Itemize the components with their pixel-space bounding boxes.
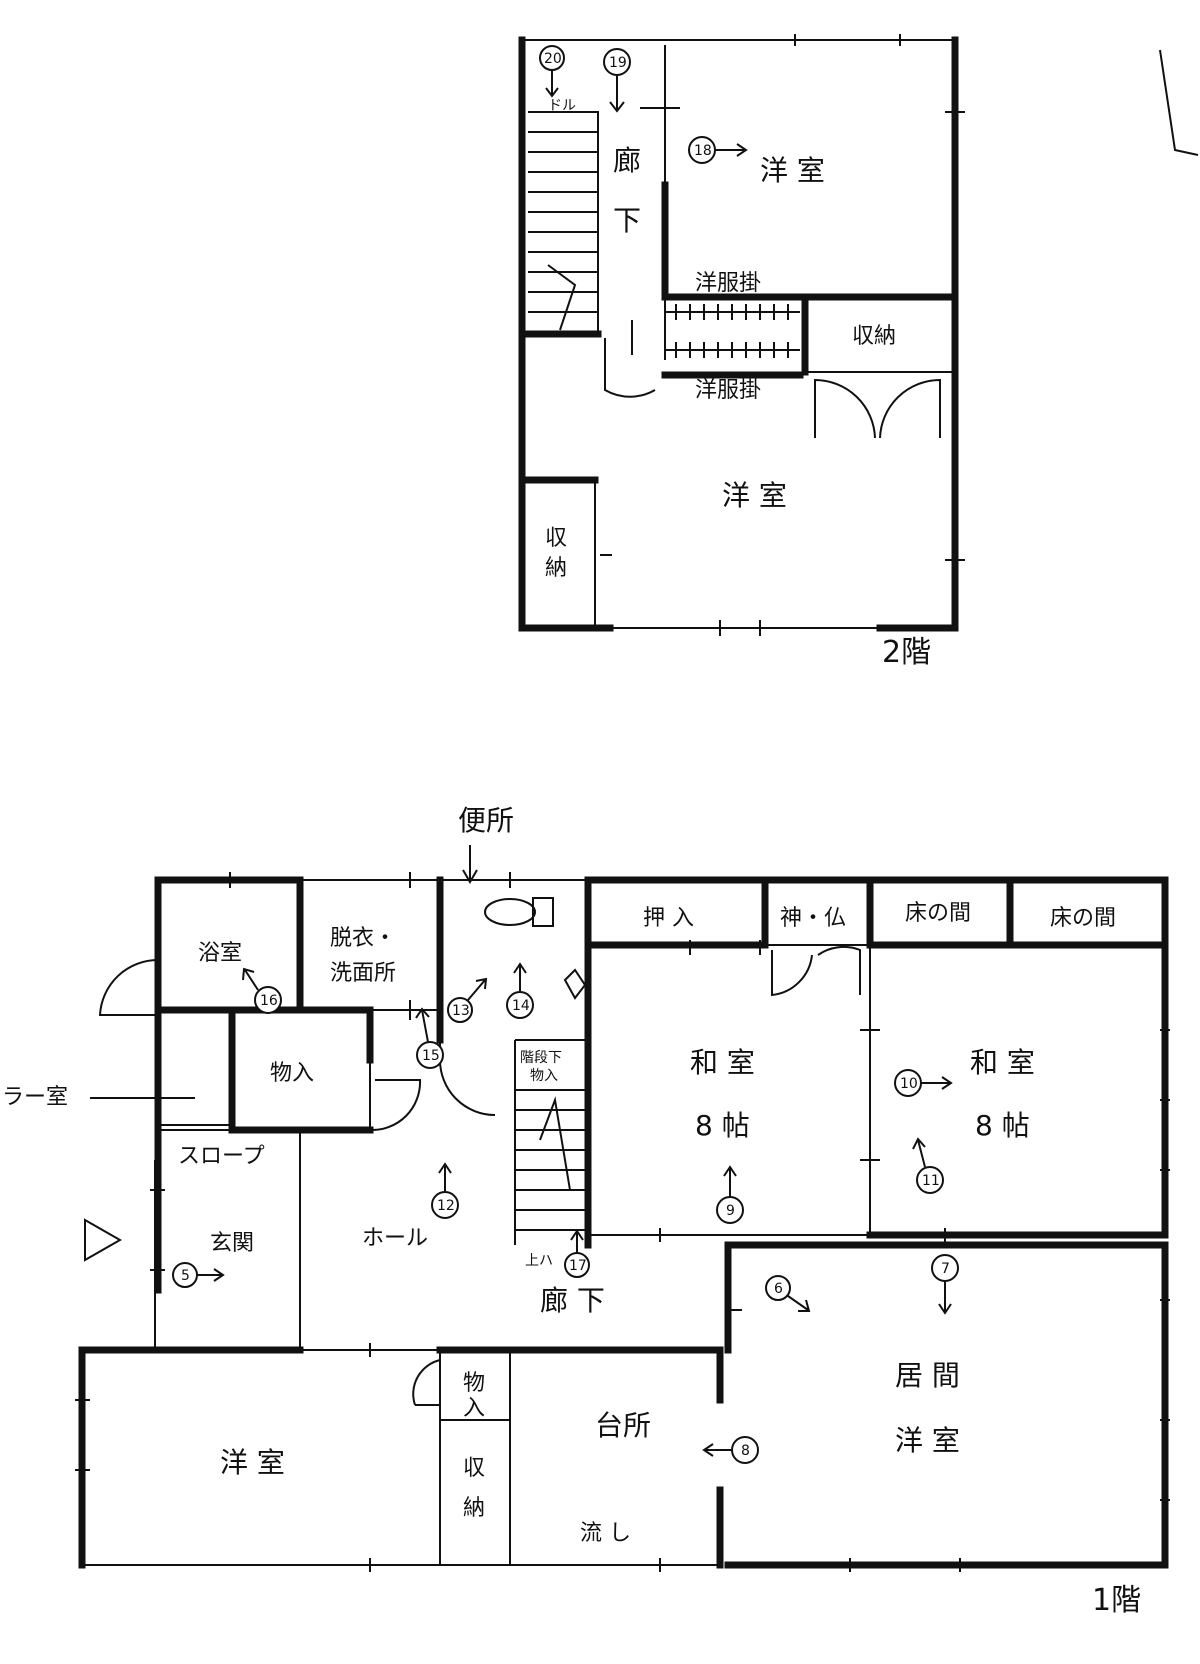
hall-label: ホール bbox=[362, 1226, 428, 1251]
marker-20: 20 bbox=[539, 45, 565, 98]
svg-text:11: 11 bbox=[922, 1173, 940, 1189]
storage-b-label-1: 物 bbox=[463, 1371, 485, 1396]
washitsu-1-label: 和 室 bbox=[690, 1046, 755, 1079]
washitsu-1-size: 8 帖 bbox=[695, 1109, 750, 1142]
toilet-fixture-icon bbox=[484, 897, 587, 1000]
marker-6: 6 bbox=[765, 1275, 811, 1312]
storage-c-label-2: 納 bbox=[463, 1496, 485, 1521]
marker-7: 7 bbox=[931, 1254, 959, 1315]
north-arrow-icon bbox=[1159, 49, 1199, 156]
washitsu-2-size: 8 帖 bbox=[975, 1109, 1030, 1142]
storage-c-label-1: 収 bbox=[463, 1456, 485, 1481]
living-label-2: 洋 室 bbox=[895, 1424, 960, 1457]
marker-17: 17 bbox=[564, 1229, 590, 1278]
svg-text:5: 5 bbox=[181, 1268, 190, 1284]
photo-markers: 20 19 18 16 15 13 14 12 bbox=[172, 45, 959, 1464]
storage-2f-left-label-1: 収 bbox=[545, 526, 567, 551]
kitchen-label: 台所 bbox=[595, 1409, 651, 1442]
stair-up-label: 上ハ bbox=[525, 1253, 553, 1269]
marker-13: 13 bbox=[447, 977, 488, 1023]
marker-5: 5 bbox=[172, 1262, 225, 1288]
svg-text:19: 19 bbox=[609, 55, 627, 71]
svg-text:16: 16 bbox=[260, 993, 278, 1009]
stair-treads-1f bbox=[515, 1089, 588, 1231]
entrance-arrow-icon bbox=[84, 1218, 123, 1262]
floor-1-label: 1階 bbox=[1092, 1583, 1141, 1618]
svg-text:10: 10 bbox=[900, 1076, 918, 1092]
storage-2f-left-label-2: 納 bbox=[545, 556, 567, 581]
closet-hatch bbox=[665, 304, 800, 358]
storage-2f-right-label: 収納 bbox=[852, 324, 896, 349]
oshiire-label: 押 入 bbox=[643, 906, 694, 931]
closet-2f-bottom-label: 洋服掛 bbox=[695, 378, 761, 403]
dressing-label-2: 洗面所 bbox=[330, 961, 396, 986]
corridor-2f-label-1: 廊 bbox=[613, 144, 641, 177]
svg-text:14: 14 bbox=[512, 998, 530, 1014]
entrance-label: 玄関 bbox=[210, 1231, 254, 1256]
svg-text:8: 8 bbox=[741, 1443, 750, 1459]
marker-12: 12 bbox=[431, 1162, 459, 1219]
marker-14: 14 bbox=[506, 962, 534, 1019]
floor-2-label: 2階 bbox=[882, 635, 931, 670]
kamibutsu-label: 神・仏 bbox=[780, 906, 846, 931]
under-stair-label-2: 物入 bbox=[530, 1068, 558, 1084]
storage-a-label: 物入 bbox=[270, 1061, 314, 1086]
closet-2f-top-label: 洋服掛 bbox=[695, 271, 761, 296]
toilet-arrow-icon bbox=[462, 845, 478, 884]
svg-text:20: 20 bbox=[544, 51, 562, 67]
svg-text:17: 17 bbox=[569, 1258, 587, 1274]
corridor-2f-label-2: 下 bbox=[613, 204, 641, 237]
bath-label: 浴室 bbox=[198, 941, 242, 966]
western-room-2f-bottom-label: 洋 室 bbox=[722, 479, 787, 512]
svg-text:7: 7 bbox=[941, 1261, 950, 1277]
svg-text:9: 9 bbox=[726, 1203, 735, 1219]
under-stair-label-1: 階段下 bbox=[520, 1050, 562, 1066]
floor-2 bbox=[518, 34, 1199, 636]
stair-2f-label: ドル bbox=[548, 98, 576, 114]
marker-9: 9 bbox=[716, 1165, 744, 1224]
marker-8: 8 bbox=[702, 1436, 759, 1464]
toilet-label: 便所 bbox=[458, 804, 514, 837]
marker-11: 11 bbox=[912, 1137, 944, 1194]
svg-text:15: 15 bbox=[422, 1048, 440, 1064]
marker-19: 19 bbox=[603, 48, 631, 113]
svg-text:13: 13 bbox=[452, 1003, 470, 1019]
western-room-2f-top-label: 洋 室 bbox=[760, 154, 825, 187]
living-label-1: 居 間 bbox=[895, 1359, 960, 1392]
western-room-1f-label: 洋 室 bbox=[220, 1446, 285, 1479]
stair-treads-2f bbox=[528, 131, 598, 331]
sink-label: 流 し bbox=[580, 1521, 631, 1546]
marker-18: 18 bbox=[688, 136, 748, 164]
svg-text:12: 12 bbox=[437, 1198, 455, 1214]
svg-text:6: 6 bbox=[774, 1281, 783, 1297]
marker-16: 16 bbox=[242, 967, 282, 1014]
floor-1 bbox=[75, 872, 1170, 1572]
tokonoma-1-label: 床の間 bbox=[905, 901, 971, 926]
marker-15: 15 bbox=[415, 1007, 444, 1069]
slope-label: スロープ bbox=[178, 1144, 265, 1169]
dressing-label-1: 脱衣・ bbox=[330, 926, 396, 951]
svg-text:18: 18 bbox=[694, 143, 712, 159]
marker-10: 10 bbox=[894, 1069, 953, 1097]
corridor-1f-label: 廊 下 bbox=[540, 1284, 605, 1317]
tokonoma-2-label: 床の間 bbox=[1050, 906, 1116, 931]
parlor-label: ラー室 bbox=[2, 1085, 68, 1110]
storage-b-label-2: 入 bbox=[463, 1396, 485, 1421]
washitsu-2-label: 和 室 bbox=[970, 1046, 1035, 1079]
